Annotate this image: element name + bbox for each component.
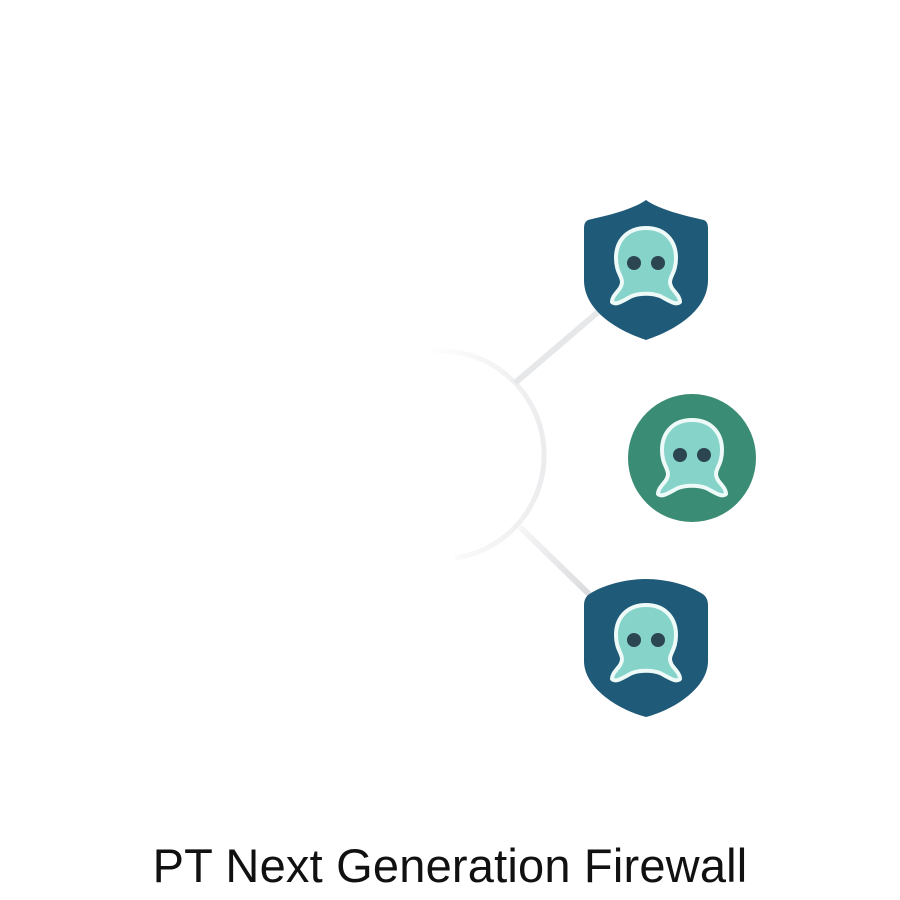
ghost-circle-middle-icon bbox=[628, 394, 756, 522]
connector-bottom bbox=[517, 524, 598, 603]
ghost-shield-top-icon bbox=[584, 200, 708, 340]
ghost-shield-bottom-icon bbox=[584, 579, 708, 717]
caption-title: PT Next Generation Firewall bbox=[152, 839, 748, 892]
connector-top bbox=[513, 309, 600, 386]
hub-arc bbox=[424, 348, 547, 561]
